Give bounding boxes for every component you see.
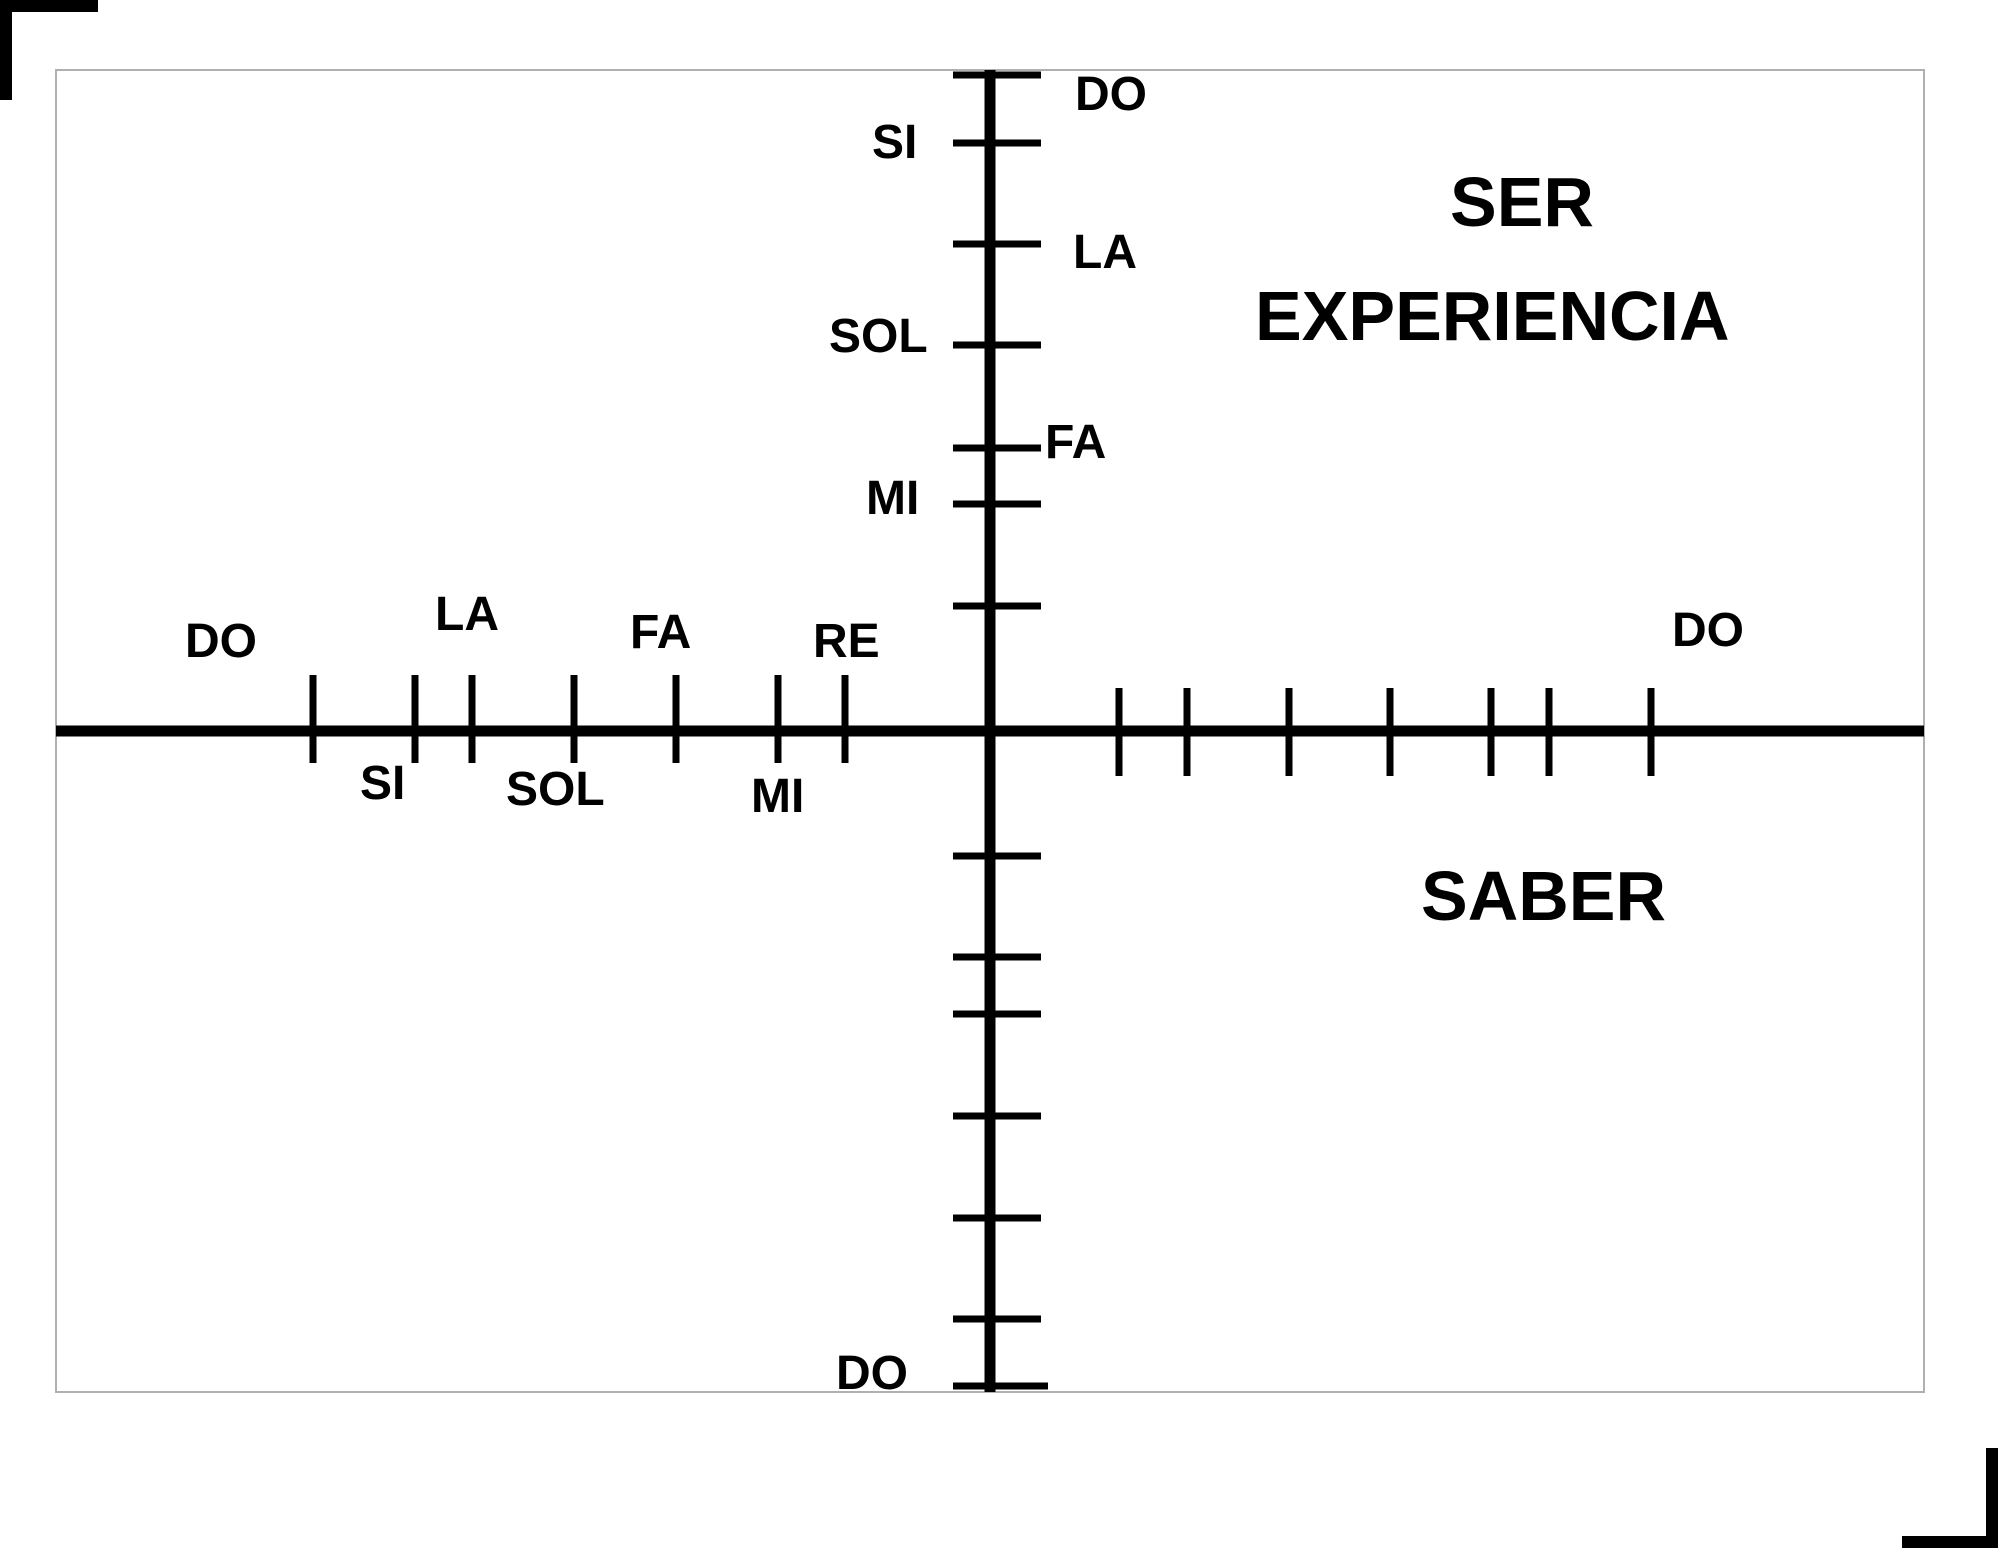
label-ser: SER (1450, 163, 1594, 241)
horizontal-axis-ticks-left (309, 675, 849, 763)
crop-mark-top-left (0, 0, 98, 100)
horizontal-note-sol: SOL (506, 763, 605, 816)
vertical-note-fa: FA (1045, 416, 1106, 469)
horizontal-axis-ticks-right (1115, 688, 1655, 776)
horizontal-note-re: RE (813, 615, 880, 668)
label-saber: SABER (1421, 857, 1666, 935)
vertical-axis-ticks (953, 71, 1048, 1390)
horizontal-note-mi: MI (751, 770, 804, 823)
vertical-note-do-bottom: DO (836, 1347, 908, 1400)
horizontal-note-do-left: DO (185, 615, 257, 668)
horizontal-note-la: LA (435, 588, 499, 641)
crop-mark-bottom-right (1902, 1448, 1998, 1548)
vertical-note-mi: MI (866, 472, 919, 525)
vertical-note-la: LA (1073, 226, 1137, 279)
vertical-note-sol: SOL (829, 310, 928, 363)
vertical-note-si: SI (872, 116, 917, 169)
horizontal-note-si: SI (360, 757, 405, 810)
horizontal-note-do-right: DO (1672, 604, 1744, 657)
horizontal-note-fa: FA (630, 606, 691, 659)
label-experiencia: EXPERIENCIA (1255, 277, 1730, 355)
vertical-note-do-top: DO (1075, 68, 1147, 121)
